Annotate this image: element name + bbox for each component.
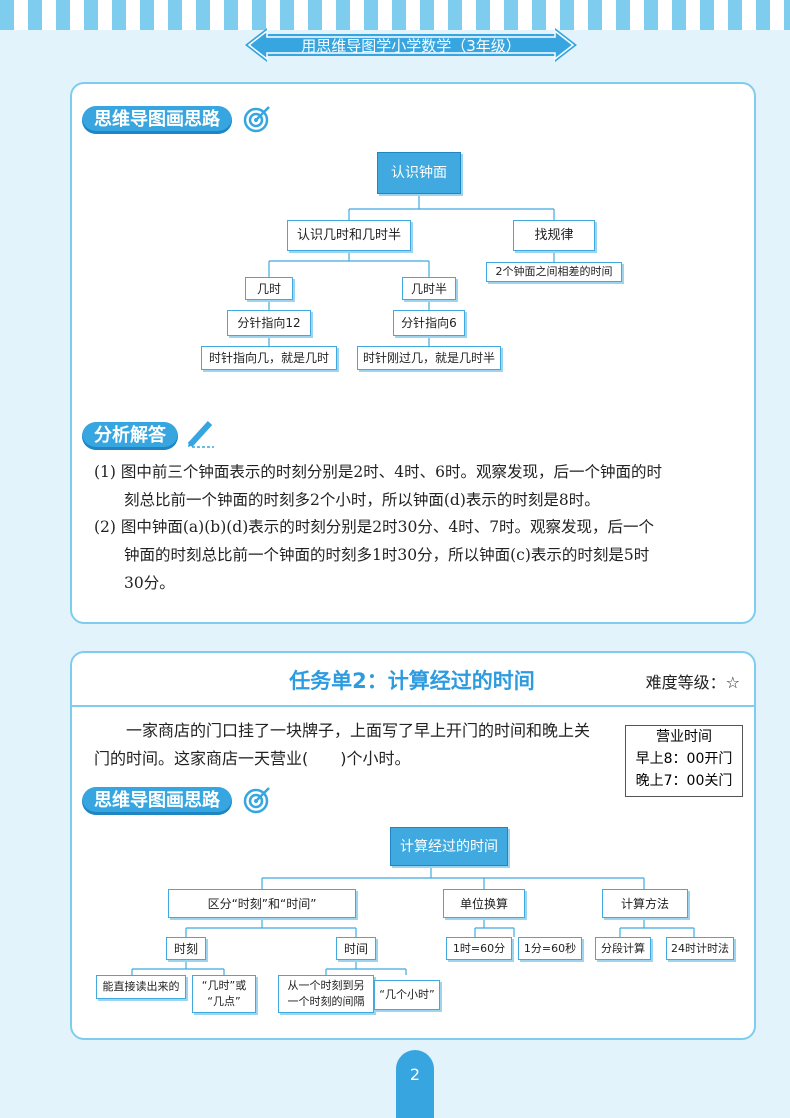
- answer-1-line-2: 刻总比前一个钟面的时刻多2个小时，所以钟面(d)表示的时刻是8时。: [124, 491, 600, 509]
- problem-line-1: 一家商店的门口挂了一块牌子，上面写了早上开门的时间和晚上关: [126, 721, 591, 740]
- tree2-minute-second: 1分=60秒: [518, 937, 582, 960]
- tree2-interval-line-2: 一个时刻的间隔: [287, 995, 365, 1008]
- task-header-band: 任务单2：计算经过的时间 难度等级：☆: [72, 653, 754, 707]
- tree1-branch-pattern: 找规律: [513, 220, 595, 251]
- answer-2-line-2: 钟面的时刻总比前一个钟面的时刻多1时30分，所以钟面(c)表示的时刻是5时: [124, 546, 650, 564]
- tree2-branch-method: 计算方法: [602, 889, 688, 918]
- tree1-minute-6: 分针指向6: [393, 310, 465, 336]
- answer-1-line-1: (1) 图中前三个钟面表示的时刻分别是2时、4时、6时。观察发现，后一个钟面的时: [94, 463, 662, 481]
- mindmap-heading-2: 思维导图画思路: [82, 787, 232, 815]
- answer-1: (1) 图中前三个钟面表示的时刻分别是2时、4时、6时。观察发现，后一个钟面的时…: [94, 458, 744, 514]
- tree1-root: 认识钟面: [377, 152, 461, 194]
- tree2-segment-calc: 分段计算: [595, 937, 651, 960]
- hours-title: 营业时间: [656, 729, 712, 745]
- header-arrow-banner: [245, 28, 577, 62]
- mindmap-heading: 思维导图画思路: [82, 106, 232, 134]
- tree1-minute-12: 分针指向12: [227, 310, 311, 336]
- tree2-what-time: “几时”或 “几点”: [192, 975, 256, 1013]
- tree2-duration: 时间: [336, 937, 376, 960]
- hours-close: 晚上7：00关门: [635, 773, 733, 789]
- difficulty-rating: 难度等级：☆: [645, 673, 740, 692]
- solution-panel: 思维导图画思路 认识钟面 认识几时和几时半 找规律 2个钟面之间相差的时间 几时…: [70, 82, 756, 624]
- problem-text: 一家商店的门口挂了一块牌子，上面写了早上开门的时间和晚上关 门的时间。这家商店一…: [94, 717, 622, 773]
- tree1-sub-hour: 几时: [245, 277, 293, 300]
- tree1-connectors: [268, 194, 555, 346]
- tree2-what-time-line-1: “几时”或: [201, 979, 247, 992]
- business-hours-sign: 营业时间 早上8：00开门 晚上7：00关门: [625, 725, 743, 797]
- pencil-icon: [187, 420, 214, 448]
- tree2-hour-minute: 1时=60分: [446, 937, 512, 960]
- target-icon: [243, 106, 270, 133]
- answer-2-line-3: 30分。: [124, 574, 175, 592]
- book-title: 用思维导图学小学数学（3年级）: [301, 37, 521, 55]
- problem-line-2: 门的时间。这家商店一天营业( )个小时。: [94, 749, 411, 768]
- task-panel: 任务单2：计算经过的时间 难度等级：☆ 一家商店的门口挂了一块牌子，上面写了早上…: [70, 651, 756, 1040]
- tree2-how-many-hours: “几个小时”: [374, 980, 440, 1010]
- tree2-24h-clock: 24时计时法: [666, 937, 734, 960]
- page-number: 2: [396, 1050, 434, 1118]
- tree2-moment: 时刻: [166, 937, 206, 960]
- task-title: 任务单2：计算经过的时间: [289, 669, 535, 693]
- tree2-connectors: [131, 866, 695, 975]
- tree2-interval-line-1: 从一个时刻到另: [287, 979, 365, 992]
- hours-open: 早上8：00开门: [635, 751, 733, 767]
- top-stripes: [0, 0, 790, 30]
- tree2-read-directly: 能直接读出来的: [96, 975, 186, 999]
- tree2-root: 计算经过的时间: [390, 827, 508, 866]
- tree1-sub-halfhour: 几时半: [402, 277, 456, 300]
- tree2-interval: 从一个时刻到另 一个时刻的间隔: [278, 975, 374, 1013]
- tree2-branch-distinguish: 区分“时刻”和“时间”: [168, 889, 356, 918]
- tree1-halfhour-leaf: 时针刚过几，就是几时半: [357, 346, 501, 370]
- answer-2-line-1: (2) 图中钟面(a)(b)(d)表示的时刻分别是2时30分、4时、7时。观察发…: [94, 518, 655, 536]
- tree2-what-time-line-2: “几点”: [207, 995, 241, 1008]
- target-icon: [243, 787, 270, 814]
- tree1-pattern-leaf: 2个钟面之间相差的时间: [486, 262, 622, 282]
- tree2-branch-units: 单位换算: [443, 889, 525, 918]
- analysis-heading: 分析解答: [82, 422, 178, 450]
- tree1-branch-hours: 认识几时和几时半: [287, 220, 411, 251]
- tree1-hour-leaf: 时针指向几，就是几时: [201, 346, 337, 370]
- answer-2: (2) 图中钟面(a)(b)(d)表示的时刻分别是2时30分、4时、7时。观察发…: [94, 513, 744, 597]
